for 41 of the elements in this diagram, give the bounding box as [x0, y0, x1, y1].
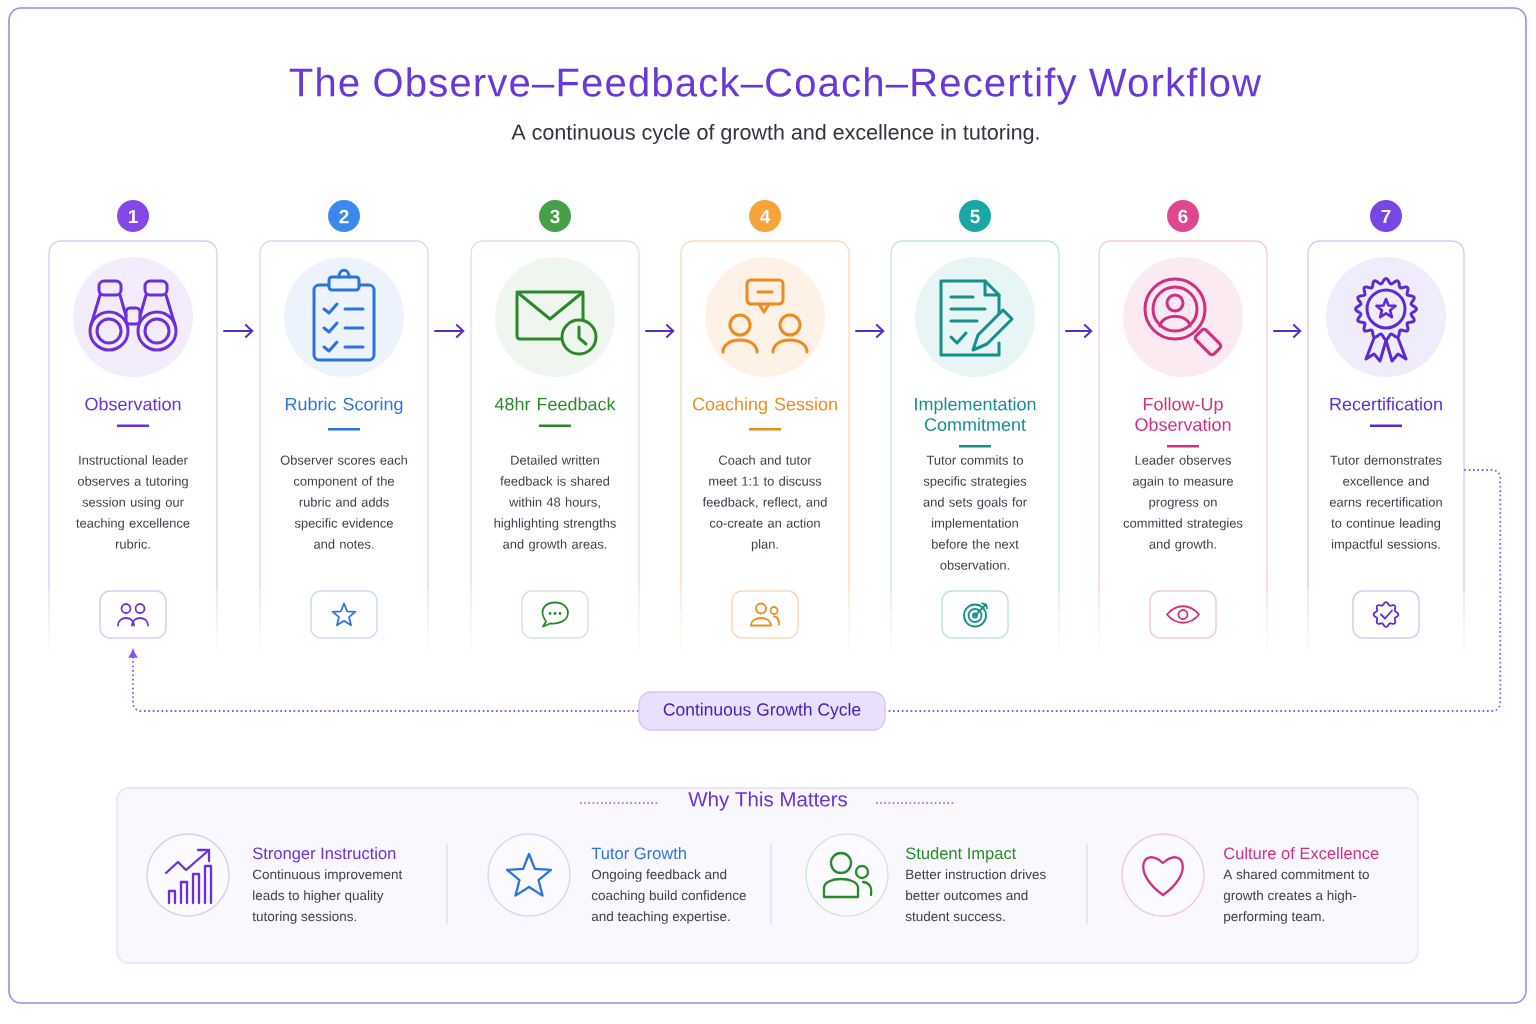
step-title: 48hr Feedback	[494, 397, 616, 411]
step-title: Coaching Session	[692, 397, 837, 415]
arrow	[644, 323, 675, 339]
step-description: Instructional leader observes a tutoring session using our teaching excellence rubric.	[76, 455, 190, 549]
step-title: Observation	[85, 397, 181, 411]
arrow	[1272, 323, 1302, 339]
step-title: Implementation Commitment	[915, 397, 1036, 431]
step-description: Tutor commits to specific strategies and sets goals for implementation before the next observation.	[923, 455, 1027, 570]
benefit-text: Better instruction drives better outcomes and student success.	[905, 869, 1046, 922]
arrow	[433, 323, 465, 339]
step-description: Observer scores each component of the rubric and adds specific evidence and notes.	[280, 455, 407, 549]
step-title: Follow-Up Observation	[1135, 397, 1231, 431]
cycle-pill: Continuous Growth Cycle	[638, 691, 886, 731]
arrow	[128, 649, 640, 712]
step-title: Recertification	[1330, 397, 1442, 411]
benefit-title: Tutor Growth	[591, 847, 686, 860]
number-badge: 5	[959, 200, 991, 232]
number-badge: 7	[1370, 200, 1402, 232]
benefit-text: Continuous improvement leads to higher quality tutoring sessions.	[252, 869, 403, 924]
number-badge: 4	[749, 200, 781, 232]
number-badge: 1	[117, 200, 149, 232]
step-description: Leader observes again to measure progress on committed strategies and growth.	[1123, 455, 1243, 552]
title: The Observe–Feedback–Coach–Recertify Workflow	[289, 67, 1262, 105]
arrow	[222, 323, 254, 339]
benefit-title: Culture of Excellence	[1224, 847, 1379, 860]
benefit-text: A shared commitment to growth creates a high-performing team.	[1223, 869, 1369, 924]
step-description: Tutor demonstrates excellence and earns recertification to continue leading impactful sessions.	[1329, 455, 1442, 552]
number-badge: 6	[1167, 200, 1199, 232]
benefit-text: Ongoing feedback and coaching build confidence and teaching expertise.	[591, 869, 746, 924]
section-heading: Why This Matters	[688, 791, 847, 811]
benefit-title: Student Impact	[906, 847, 1017, 863]
step-description: Coach and tutor meet 1:1 to discuss feedback, reflect, and co-create an action plan.	[702, 455, 827, 552]
icon-tile	[99, 590, 167, 639]
step-description: Detailed written feedback is shared within 48 hours, highlighting strengths and growth areas.	[494, 455, 616, 552]
arrow	[1064, 323, 1093, 339]
arrow	[854, 323, 885, 339]
benefit-title: Stronger Instruction	[253, 847, 396, 863]
number-badge: 3	[539, 200, 571, 232]
subtitle: A continuous cycle of growth and excellence in tutoring.	[511, 124, 1039, 144]
step-title: Rubric Scoring	[285, 397, 403, 415]
number-badge: 2	[328, 200, 360, 232]
